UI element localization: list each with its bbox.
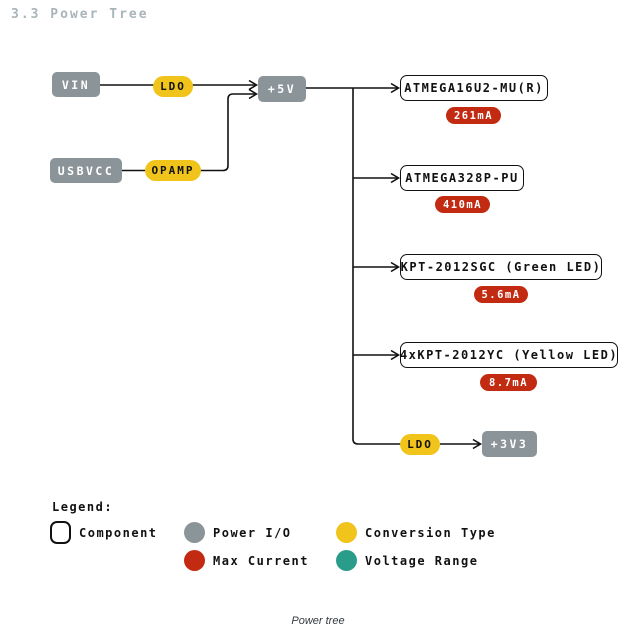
legend-component-swatch [50,521,71,544]
wire-trunk [352,88,438,445]
arrowhead-comp3 [390,261,401,273]
component-atmega16u2: ATMEGA16U2-MU(R) [400,75,548,101]
wire-usbvcc-to-5v [122,93,256,172]
legend-label-component: Component [79,526,158,540]
component-atmega328p-label: ATMEGA328P-PU [405,171,519,185]
arrowhead-vin-5v [248,79,259,91]
arrowhead-comp1 [390,82,401,94]
legend-label-voltage-range: Voltage Range [365,554,479,568]
legend-conversion-type-dot [336,522,357,543]
legend-label-max-current: Max Current [213,554,309,568]
max-current-badge-atmega328p: 410mA [435,196,490,213]
node-ldo-top-label: LDO [160,80,186,93]
legend-label-power-io: Power I/O [213,526,292,540]
component-atmega328p: ATMEGA328P-PU [400,165,524,191]
section-title: 3.3 Power Tree [11,7,149,22]
node-ldo-bottom: LDO [400,434,440,455]
legend-max-current-dot [184,550,205,571]
legend-heading: Legend: [52,500,114,514]
legend-label-conversion-type: Conversion Type [365,526,496,540]
node-vin-label: VIN [61,77,91,92]
max-current-yellow-led-value: 8.7mA [488,376,529,389]
figure-caption: Power tree [291,615,345,627]
legend-voltage-range-dot [336,550,357,571]
max-current-badge-green-led: 5.6mA [474,286,528,303]
max-current-atmega16u2-value: 261mA [453,109,494,122]
node-ldo-top: LDO [153,76,193,97]
component-yellow-led-label: 4xKPT-2012YC (Yellow LED) [399,348,619,362]
arrowhead-comp2 [390,172,401,184]
arrowhead-3v3 [472,438,483,450]
node-ldo-bottom-label: LDO [407,438,433,451]
component-atmega16u2-label: ATMEGA16U2-MU(R) [404,81,544,95]
node-usbvcc: USBVCC [50,158,122,183]
arrowhead-comp4 [390,349,401,361]
component-yellow-led: 4xKPT-2012YC (Yellow LED) [400,342,618,368]
node-3v3-rail: +3V3 [482,431,537,457]
node-opamp-label: OPAMP [151,164,195,177]
arrowhead-usbvcc-5v [248,88,259,100]
max-current-atmega328p-value: 410mA [442,198,483,211]
node-5v-label: +5V [267,82,297,96]
component-green-led-label: KPT-2012SGC (Green LED) [400,260,602,274]
node-5v-rail: +5V [258,76,306,102]
node-usbvcc-label: USBVCC [57,163,115,178]
node-3v3-label: +3V3 [490,437,529,451]
node-opamp: OPAMP [145,160,201,181]
max-current-green-led-value: 5.6mA [481,288,521,301]
node-vin: VIN [52,72,100,97]
max-current-badge-atmega16u2: 261mA [446,107,501,124]
max-current-badge-yellow-led: 8.7mA [480,374,537,391]
component-green-led: KPT-2012SGC (Green LED) [400,254,602,280]
legend-power-io-dot [184,522,205,543]
